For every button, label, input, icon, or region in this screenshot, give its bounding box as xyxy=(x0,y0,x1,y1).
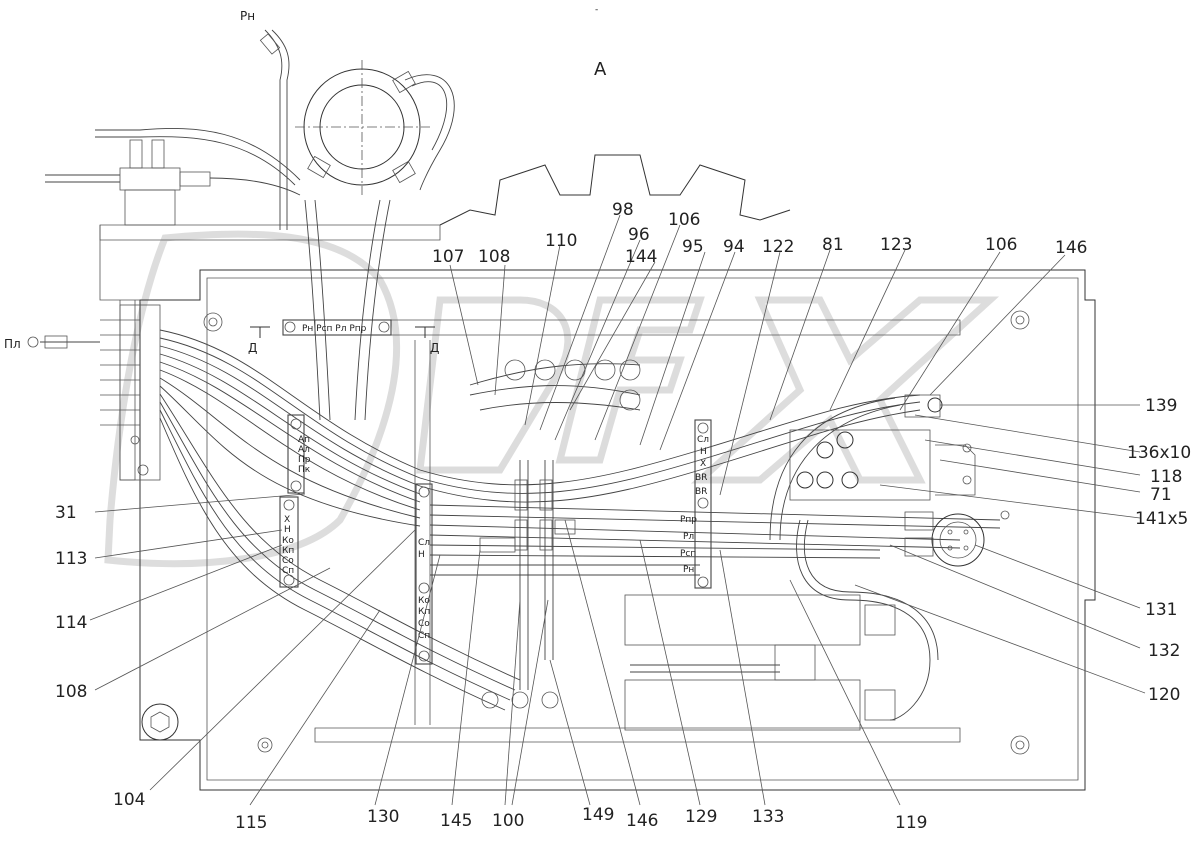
callout: 110 xyxy=(545,231,577,251)
plate-d-tag: Н xyxy=(700,447,707,457)
callout: 108 xyxy=(478,247,510,267)
callout: 131 xyxy=(1145,600,1177,620)
hose-bundle-vertical xyxy=(304,199,641,690)
plate-b-tag: Ко xyxy=(282,536,294,546)
callout: 98 xyxy=(612,200,634,220)
callout: 122 xyxy=(762,237,794,257)
mounting-holes xyxy=(141,310,1030,755)
plate-d-tag: Рпр xyxy=(680,515,697,525)
hose-bundle-center xyxy=(429,504,1001,576)
callout: 149 xyxy=(582,805,614,825)
callout: 145 xyxy=(440,811,472,831)
leader-lines xyxy=(89,214,1146,806)
section-d-left: Д xyxy=(248,341,257,355)
callout: 146 xyxy=(626,811,658,831)
gear-segment xyxy=(439,154,791,226)
callout: 129 xyxy=(685,807,717,827)
machine-frame xyxy=(99,224,1096,791)
callout: 119 xyxy=(895,813,927,833)
callout: 123 xyxy=(880,235,912,255)
callout: 96 xyxy=(628,225,650,245)
lower-right-components xyxy=(481,594,896,731)
round-connector xyxy=(904,511,985,567)
plate-a-tag: Пк xyxy=(298,465,311,475)
section-d-right: Д xyxy=(430,341,439,355)
inline-fittings xyxy=(479,359,641,553)
plate-b-tag: Со xyxy=(282,556,294,566)
plate-b-tag: Сп xyxy=(282,566,294,576)
plate-d-tag: Сл xyxy=(697,435,709,445)
callout: 114 xyxy=(55,613,87,633)
plate-d-tag: Рл xyxy=(683,532,694,542)
plate-d-tag: BR xyxy=(695,487,707,497)
callout: 81 xyxy=(822,235,844,255)
plate-a-tag: Ап xyxy=(298,435,310,445)
terminal-plate-d: Сл Н Х ВR BR Рпр Рл Рсп Рн xyxy=(680,419,712,589)
plate-c-tag: Кп xyxy=(418,607,430,617)
plate-b-tag: Н xyxy=(284,525,291,535)
callout: 100 xyxy=(492,811,524,831)
callout: 133 xyxy=(752,807,784,827)
watermark-logo xyxy=(104,230,1000,568)
callout: 71 xyxy=(1150,485,1172,505)
callout: 146 xyxy=(1055,238,1087,258)
terminal-plate-a: Ап Ал Пр Пк xyxy=(287,414,311,494)
section-markers: Д Д xyxy=(248,326,439,355)
plate-c-tag: Сл xyxy=(418,538,430,548)
callout: 144 xyxy=(625,247,657,267)
view-label: А xyxy=(594,59,607,80)
callout: 31 xyxy=(55,503,77,523)
plate-top-label: Рн Рсп Рл Рпр xyxy=(302,324,367,334)
plate-d-tag: Х xyxy=(700,459,706,469)
callout: 132 xyxy=(1148,641,1180,661)
plate-d-tag: Рн xyxy=(683,565,694,575)
callout: 113 xyxy=(55,549,87,569)
rn-label: Рн xyxy=(240,9,255,23)
upper-left-fittings xyxy=(45,29,301,230)
hose-loops-right xyxy=(630,397,939,721)
callout: 136x10 xyxy=(1127,443,1191,463)
plate-a-tag: Пр xyxy=(298,455,311,465)
callout: 106 xyxy=(985,235,1017,255)
callout: 95 xyxy=(682,237,704,257)
callout: 139 xyxy=(1145,396,1177,416)
plate-b-tag: Х xyxy=(284,515,290,525)
callout: 94 xyxy=(723,237,745,257)
callouts-bottom: 115 130 145 100 149 146 129 133 119 xyxy=(235,805,927,833)
header-mark: - xyxy=(595,5,598,15)
terminal-plate-c: Сл Н Ко Кп Со Сп xyxy=(415,483,433,665)
plate-b-tag: Кп xyxy=(282,546,294,556)
callout: 107 xyxy=(432,247,464,267)
callout: 130 xyxy=(367,807,399,827)
callouts-left: 31 113 114 108 104 xyxy=(55,503,145,810)
terminal-plate-top: Рн Рсп Рл Рпр xyxy=(282,319,392,336)
plate-c-tag: Сп xyxy=(418,631,430,641)
callout: 115 xyxy=(235,813,267,833)
plate-c-tag: Со xyxy=(418,619,430,629)
terminal-plate-b: Х Н Ко Кп Со Сп xyxy=(279,496,299,588)
plate-a-tag: Ал xyxy=(298,445,310,455)
callout: 120 xyxy=(1148,685,1180,705)
callout: 141x5 xyxy=(1135,509,1188,529)
callout: 108 xyxy=(55,682,87,702)
swivel-ring xyxy=(295,60,455,195)
callout: 104 xyxy=(113,790,145,810)
callouts-right: 139 136x10 118 71 141x5 131 132 120 xyxy=(1127,396,1191,705)
plate-c-tag: Н xyxy=(418,550,425,560)
callout: 118 xyxy=(1150,467,1182,487)
valve-block xyxy=(789,394,976,501)
plate-d-tag: ВR xyxy=(695,473,707,483)
left-manifold xyxy=(27,304,161,481)
plate-d-tag: Рсп xyxy=(680,549,696,559)
callouts-top: 107 108 110 98 96 144 106 95 94 122 81 1… xyxy=(432,200,1087,267)
pl-label: Пл xyxy=(4,337,21,351)
plate-c-tag: Ко xyxy=(418,596,430,606)
callout: 106 xyxy=(668,210,700,230)
